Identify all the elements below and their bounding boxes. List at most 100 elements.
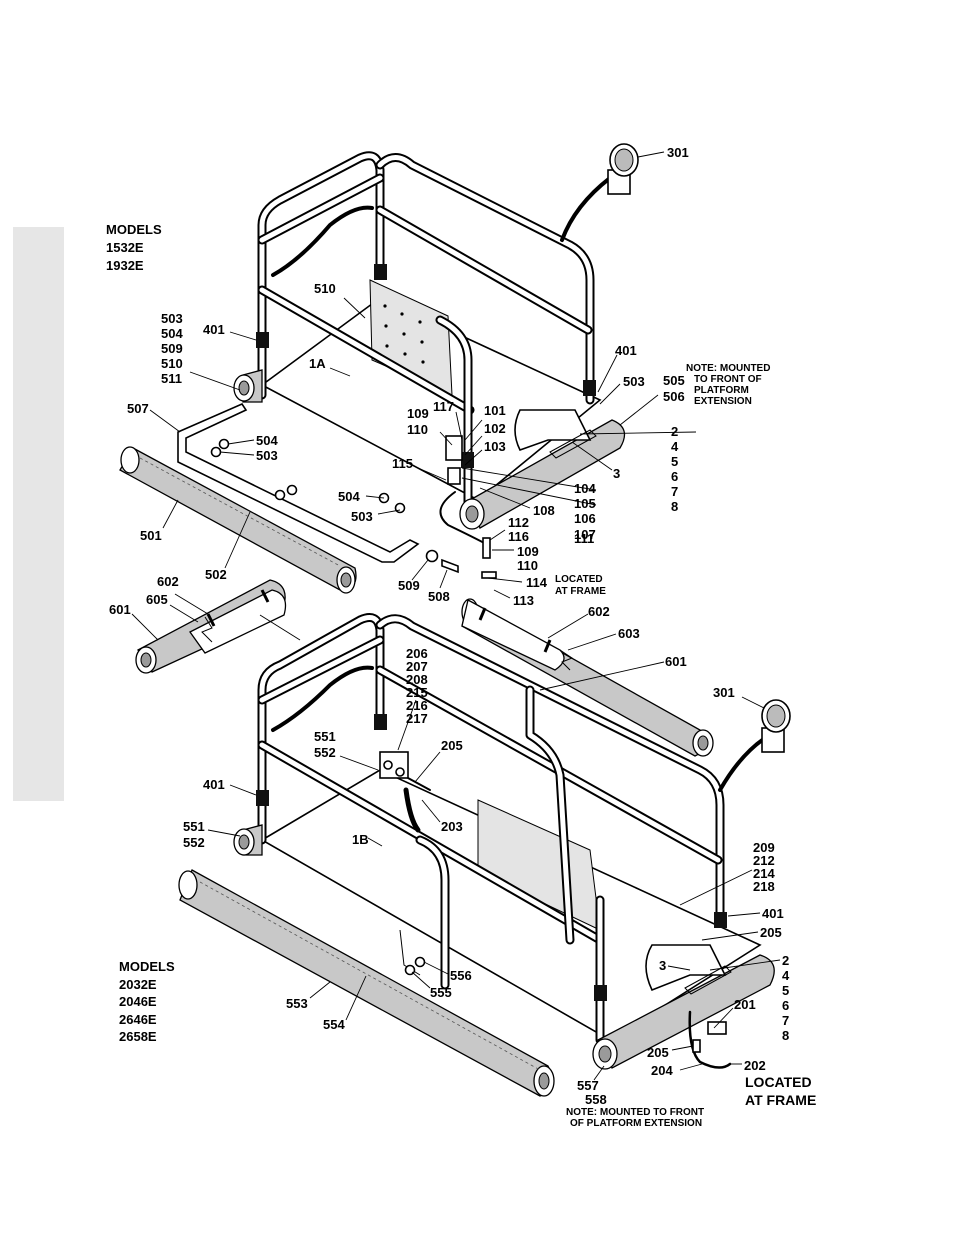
callout-107: 107 xyxy=(574,527,596,542)
bottom-note: NOTE: MOUNTED TO FRONT OF PLATFORM EXTEN… xyxy=(566,1107,704,1129)
bottom-note-line-1: NOTE: MOUNTED TO FRONT xyxy=(566,1107,704,1118)
callout-110-b: 110 xyxy=(517,558,538,573)
callout-401-c: 401 xyxy=(203,777,225,792)
callout-601: 601 xyxy=(109,602,131,617)
callout-216: 216 xyxy=(406,698,428,713)
callout-117: 117 xyxy=(433,399,454,414)
callout-503-c: 503 xyxy=(256,448,278,463)
callout-505: 505 xyxy=(663,373,685,388)
callout-112: 112 xyxy=(508,515,529,530)
callout-503-b: 503 xyxy=(623,374,645,389)
top-model-1532e: 1532E xyxy=(106,240,144,255)
callout-101: 101 xyxy=(484,403,506,418)
callout-109-b: 109 xyxy=(517,544,539,559)
bottom-note-line-2: OF PLATFORM EXTENSION xyxy=(570,1118,702,1129)
located-at-frame-small: LOCATED AT FRAME xyxy=(555,574,606,597)
callout-105: 105 xyxy=(574,496,596,511)
callout-301-b: 301 xyxy=(713,685,735,700)
callout-605: 605 xyxy=(146,592,168,607)
top-callouts: 301 510 503 504 509 510 511 401 1A 401 5… xyxy=(109,145,689,617)
bottom-model-2046e: 2046E xyxy=(119,994,157,1009)
bottom-beacon-light xyxy=(718,699,791,792)
top-corner-boot-left xyxy=(256,332,269,348)
callout-203: 203 xyxy=(441,819,463,834)
callout-7: 7 xyxy=(671,484,678,499)
bottom-power-cord xyxy=(688,1010,732,1069)
callout-217: 217 xyxy=(406,711,428,726)
callout-504-b: 504 xyxy=(256,433,278,448)
callout-104: 104 xyxy=(574,481,596,496)
callout-401-d: 401 xyxy=(762,906,784,921)
callout-2-b: 2 xyxy=(782,953,789,968)
callout-212: 212 xyxy=(753,853,775,868)
callout-215: 215 xyxy=(406,685,428,700)
callout-110: 110 xyxy=(407,422,428,437)
callout-205: 205 xyxy=(441,738,463,753)
callout-551-b: 551 xyxy=(183,819,205,834)
callout-1b: 1B xyxy=(352,832,369,847)
top-corner-boot-rear xyxy=(374,264,387,280)
callout-103: 103 xyxy=(484,439,506,454)
callout-503: 503 xyxy=(161,311,183,326)
callout-554: 554 xyxy=(323,1017,345,1032)
bottom-guardrails xyxy=(257,613,725,1045)
located-at-frame-large: LOCATED AT FRAME xyxy=(745,1074,816,1108)
located-large-line-1: LOCATED xyxy=(745,1074,812,1090)
callout-555: 555 xyxy=(430,985,452,1000)
bottom-callouts: 602 603 601 301 206 207 208 215 216 217 … xyxy=(183,604,790,1107)
top-note-line-3: PLATFORM xyxy=(694,385,749,396)
callout-510: 510 xyxy=(314,281,336,296)
callout-602-b: 602 xyxy=(588,604,610,619)
located-large-line-2: AT FRAME xyxy=(745,1092,816,1108)
callout-504: 504 xyxy=(161,326,183,341)
callout-503-d: 503 xyxy=(351,509,373,524)
callout-506: 506 xyxy=(663,389,685,404)
callout-206: 206 xyxy=(406,646,428,661)
callout-5-b: 5 xyxy=(782,983,789,998)
top-model-list: MODELS 1532E 1932E xyxy=(106,222,162,273)
callout-214: 214 xyxy=(753,866,775,881)
bottom-model-2658e: 2658E xyxy=(119,1029,157,1044)
callout-6: 6 xyxy=(671,469,678,484)
callout-510-b: 510 xyxy=(161,356,183,371)
callout-208: 208 xyxy=(406,672,428,687)
bottom-control-box xyxy=(379,751,409,779)
callout-511: 511 xyxy=(161,371,182,386)
callout-4-b: 4 xyxy=(782,968,790,983)
callout-401-a: 401 xyxy=(203,322,225,337)
top-corner-boot-front xyxy=(461,452,474,468)
callout-5: 5 xyxy=(671,454,678,469)
callout-115: 115 xyxy=(392,456,413,471)
top-note: NOTE: MOUNTED TO FRONT OF PLATFORM EXTEN… xyxy=(686,363,770,407)
callout-552: 552 xyxy=(314,745,336,760)
top-note-line-4: EXTENSION xyxy=(694,396,752,407)
bottom-model-list: MODELS 2032E 2046E 2646E 2658E xyxy=(119,959,175,1044)
top-platform-assembly xyxy=(119,143,639,674)
callout-558: 558 xyxy=(585,1092,607,1107)
located-small-line-2: AT FRAME xyxy=(555,586,606,597)
callout-114: 114 xyxy=(526,575,548,590)
leader-lines xyxy=(131,151,781,1081)
callout-603: 603 xyxy=(618,626,640,641)
callout-502: 502 xyxy=(205,567,227,582)
top-note-line-1: NOTE: MOUNTED xyxy=(686,363,770,374)
callout-218: 218 xyxy=(753,879,775,894)
bottom-platform-assembly xyxy=(178,598,791,1097)
callout-557: 557 xyxy=(577,1078,599,1093)
top-control-box xyxy=(445,435,463,461)
top-bracket-507 xyxy=(177,402,420,563)
callout-3-b: 3 xyxy=(659,958,666,973)
callout-1a: 1A xyxy=(309,356,326,371)
callout-202: 202 xyxy=(744,1058,766,1073)
callout-209: 209 xyxy=(753,840,775,855)
callout-8-b: 8 xyxy=(782,1028,789,1043)
callout-6-b: 6 xyxy=(782,998,789,1013)
top-control-cable xyxy=(439,491,489,546)
callout-8: 8 xyxy=(671,499,678,514)
bottom-model-2646e: 2646E xyxy=(119,1012,157,1027)
callout-111: 111 xyxy=(574,531,594,546)
callout-4: 4 xyxy=(671,439,679,454)
top-guardrails xyxy=(257,151,595,515)
callout-207: 207 xyxy=(406,659,428,674)
